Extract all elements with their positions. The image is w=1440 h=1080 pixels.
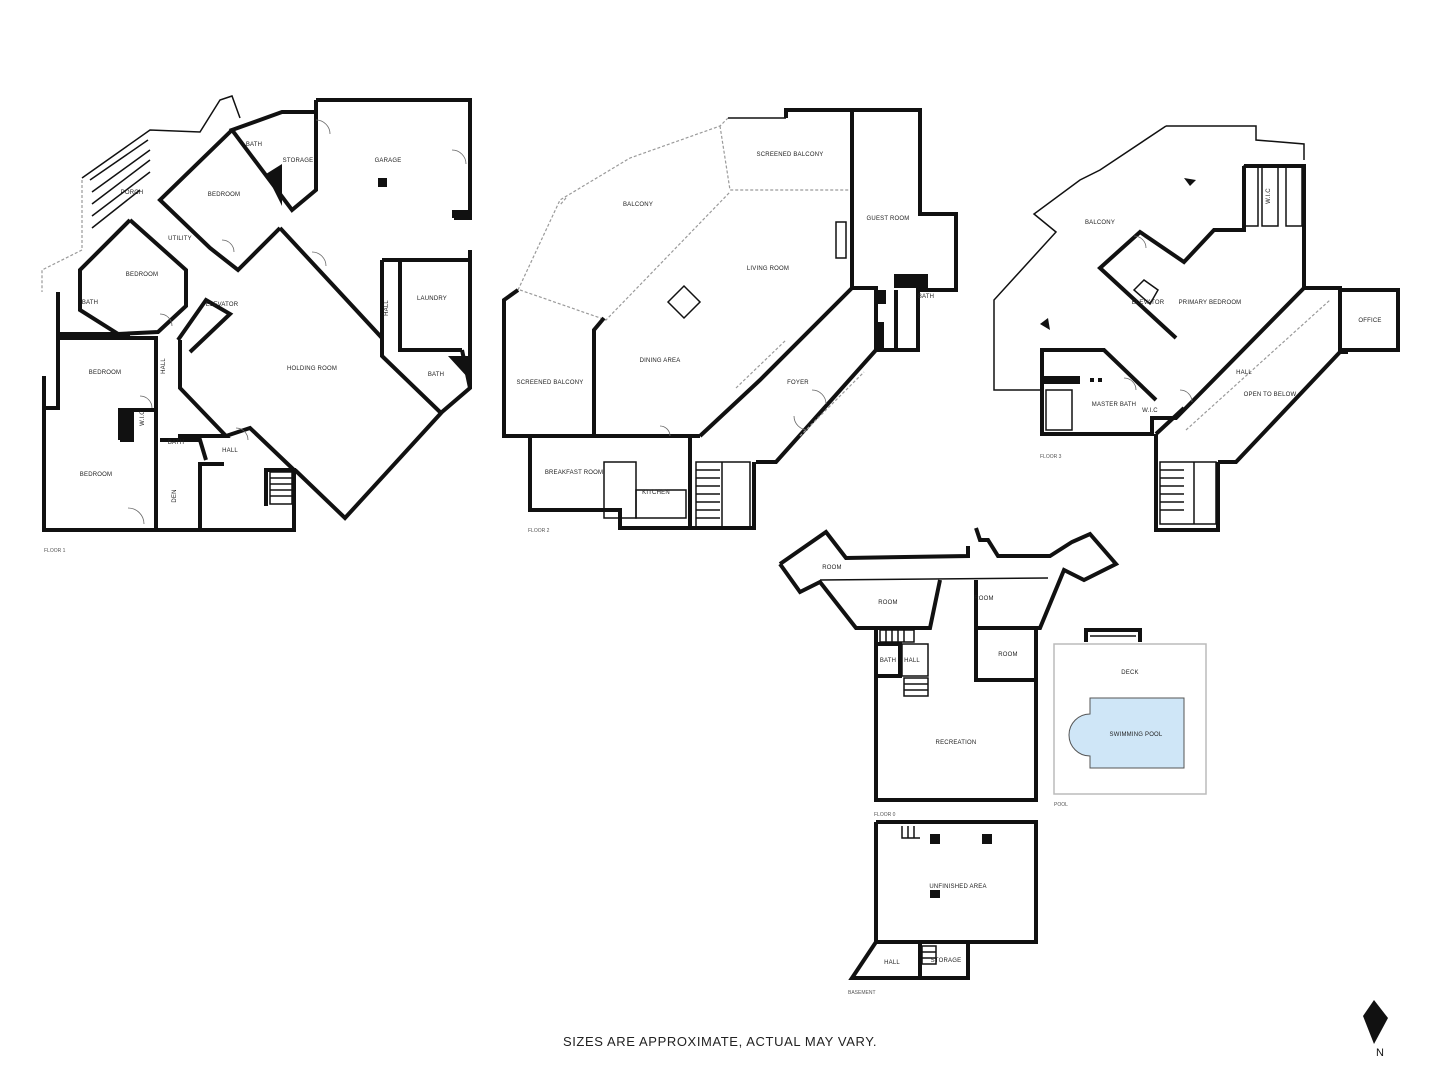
- label-screened-balcony-left: SCREENED BALCONY: [517, 380, 584, 386]
- pool-deck-plan: DECK SWIMMING POOL POOL: [1053, 628, 1207, 808]
- north-label: N: [1376, 1047, 1384, 1059]
- label-room-a: ROOM: [822, 565, 841, 571]
- label-open-to-below: OPEN TO BELOW: [1244, 392, 1297, 398]
- label-elevator-f3: ELEVATOR: [1132, 300, 1165, 306]
- label-office: OFFICE: [1358, 318, 1381, 324]
- label-master-bath: MASTER BATH: [1092, 402, 1136, 408]
- label-basement-storage: STORAGE: [931, 958, 962, 964]
- floor-2-name: FLOOR 2: [528, 528, 550, 534]
- label-primary-bedroom: PRIMARY BEDROOM: [1179, 300, 1242, 306]
- label-bath-mid: BATH: [168, 440, 184, 446]
- label-pool: SWIMMING POOL: [1110, 732, 1163, 738]
- swimming-pool: [1068, 697, 1185, 769]
- basement-plan: UNFINISHED AREA HALL STORAGE BASEMENT: [848, 820, 1038, 996]
- label-great-room: HOLDING ROOM: [287, 366, 337, 372]
- label-bedroom-a: BEDROOM: [208, 192, 240, 198]
- label-screened-balcony-top: SCREENED BALCONY: [757, 152, 824, 158]
- pool-deck-name: POOL: [1054, 802, 1068, 808]
- floor-2-stairs: [695, 461, 751, 529]
- lower-level-stairs: [879, 629, 929, 697]
- label-balcony-f3: BALCONY: [1085, 220, 1115, 226]
- label-hall-b: HALL: [161, 358, 167, 374]
- disclaimer-text: SIZES ARE APPROXIMATE, ACTUAL MAY VARY.: [562, 1034, 878, 1049]
- label-hall-f3: HALL: [1236, 370, 1252, 376]
- label-porch: PORCH: [121, 190, 144, 196]
- label-bedroom-c: BEDROOM: [89, 370, 121, 376]
- floor-1-plan: PORCH BATH STORAGE GARAGE BEDROOM UTILIT…: [41, 95, 472, 554]
- label-hall-ll: HALL: [904, 658, 920, 664]
- floor-1-name: FLOOR 1: [44, 548, 66, 554]
- label-garage: GARAGE: [375, 158, 402, 164]
- label-living-room: LIVING ROOM: [747, 266, 789, 272]
- label-wic-f3: W.I.C: [1266, 188, 1272, 204]
- label-storage: STORAGE: [283, 158, 314, 164]
- lower-level-name: FLOOR 0: [874, 812, 896, 818]
- label-utility: UTILITY: [168, 236, 192, 242]
- label-bath-f2: BATH: [918, 294, 934, 300]
- label-bath-ll: BATH: [880, 658, 896, 664]
- label-room-c: ROOM: [974, 596, 993, 602]
- floor-1-stairs: [269, 471, 293, 505]
- label-wic: W.I.C: [140, 410, 146, 426]
- label-dining-area: DINING AREA: [640, 358, 681, 364]
- label-hall-a: HALL: [384, 300, 390, 316]
- label-balcony: BALCONY: [623, 202, 653, 208]
- label-wic-f3-b: W.I.C: [1142, 408, 1158, 414]
- label-deck: DECK: [1121, 670, 1138, 676]
- label-bath-top: BATH: [246, 142, 262, 148]
- floor-3-plan: BALCONY W.I.C ELEVATOR PRIMARY BEDROOM O…: [993, 125, 1400, 532]
- label-den: DEN: [172, 489, 178, 502]
- label-guest-room: GUEST ROOM: [867, 216, 910, 222]
- label-elevator: ELEVATOR: [206, 302, 239, 308]
- label-bath-right: BATH: [428, 372, 444, 378]
- floor-3-name: FLOOR 3: [1040, 454, 1062, 460]
- label-laundry: LAUNDRY: [417, 296, 447, 302]
- basement-name: BASEMENT: [848, 990, 876, 996]
- label-recreation: RECREATION: [936, 740, 977, 746]
- label-room-d: ROOM: [998, 652, 1017, 658]
- label-hall-c: HALL: [222, 448, 238, 454]
- label-room-b: ROOM: [878, 600, 897, 606]
- floor-2-plan: SCREENED BALCONY BALCONY GUEST ROOM LIVI…: [502, 108, 958, 534]
- label-basement-hall: HALL: [884, 960, 900, 966]
- basement-stairs: [901, 826, 937, 965]
- label-kitchen: KITCHEN: [642, 490, 670, 496]
- label-foyer: FOYER: [787, 380, 809, 386]
- lower-level-plan: ROOM ROOM ROOM ROOM BATH HALL RECREATION…: [778, 527, 1120, 818]
- label-bath-left: BATH: [82, 300, 98, 306]
- label-unfinished: UNFINISHED AREA: [929, 884, 986, 890]
- label-bedroom-b: BEDROOM: [126, 272, 158, 278]
- floor-3-stairs: [1159, 461, 1217, 525]
- north-arrow-icon: [1363, 1000, 1388, 1044]
- label-breakfast-room: BREAKFAST ROOM: [545, 470, 603, 476]
- label-bedroom-main: BEDROOM: [80, 472, 112, 478]
